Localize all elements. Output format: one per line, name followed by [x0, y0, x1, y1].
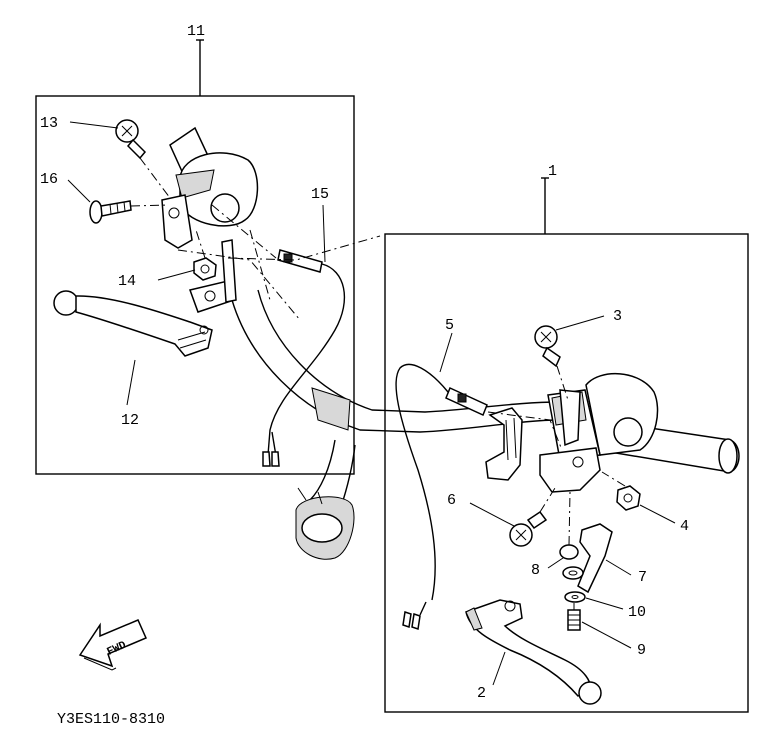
bolt-9	[567, 609, 581, 631]
callout-1: 1	[548, 163, 557, 180]
callout-15: 15	[311, 186, 329, 203]
switch-15	[262, 249, 346, 467]
lever-12	[53, 290, 213, 357]
switch-5	[395, 363, 488, 630]
cam-7	[577, 523, 613, 594]
callouts: 11 1 13 16 14 12 15 3 5 4 6 7 8 10 9 2	[40, 23, 689, 702]
callout-6: 6	[447, 492, 456, 509]
screw-3	[534, 325, 561, 368]
screw-13	[115, 119, 147, 160]
callout-8: 8	[531, 562, 540, 579]
washer-10	[564, 591, 586, 603]
callout-3: 3	[613, 308, 622, 325]
bolt-6	[509, 510, 548, 547]
collar-8	[559, 544, 584, 580]
lever-2	[465, 599, 602, 705]
handlebar	[231, 289, 740, 560]
nut-4	[616, 485, 641, 511]
assembly-guides	[130, 157, 626, 610]
callout-12: 12	[121, 412, 139, 429]
callout-4: 4	[680, 518, 689, 535]
leader-lines	[67, 121, 676, 686]
callout-5: 5	[445, 317, 454, 334]
callout-10: 10	[628, 604, 646, 621]
lever-holder-1	[485, 373, 659, 493]
callout-13: 13	[40, 115, 58, 132]
assembly-1-frame	[384, 233, 749, 713]
assembly-11-frame	[35, 95, 355, 475]
nut-14	[193, 257, 217, 281]
lever-holder-11	[161, 126, 259, 313]
callout-9: 9	[637, 642, 646, 659]
callout-16: 16	[40, 171, 58, 188]
callout-2: 2	[477, 685, 486, 702]
screw-16	[89, 200, 132, 224]
callout-14: 14	[118, 273, 136, 290]
callout-11: 11	[187, 23, 205, 40]
fwd-arrow: FWD	[78, 619, 147, 671]
drawing-code: Y3ES110-8310	[57, 711, 165, 728]
callout-7: 7	[638, 569, 647, 586]
